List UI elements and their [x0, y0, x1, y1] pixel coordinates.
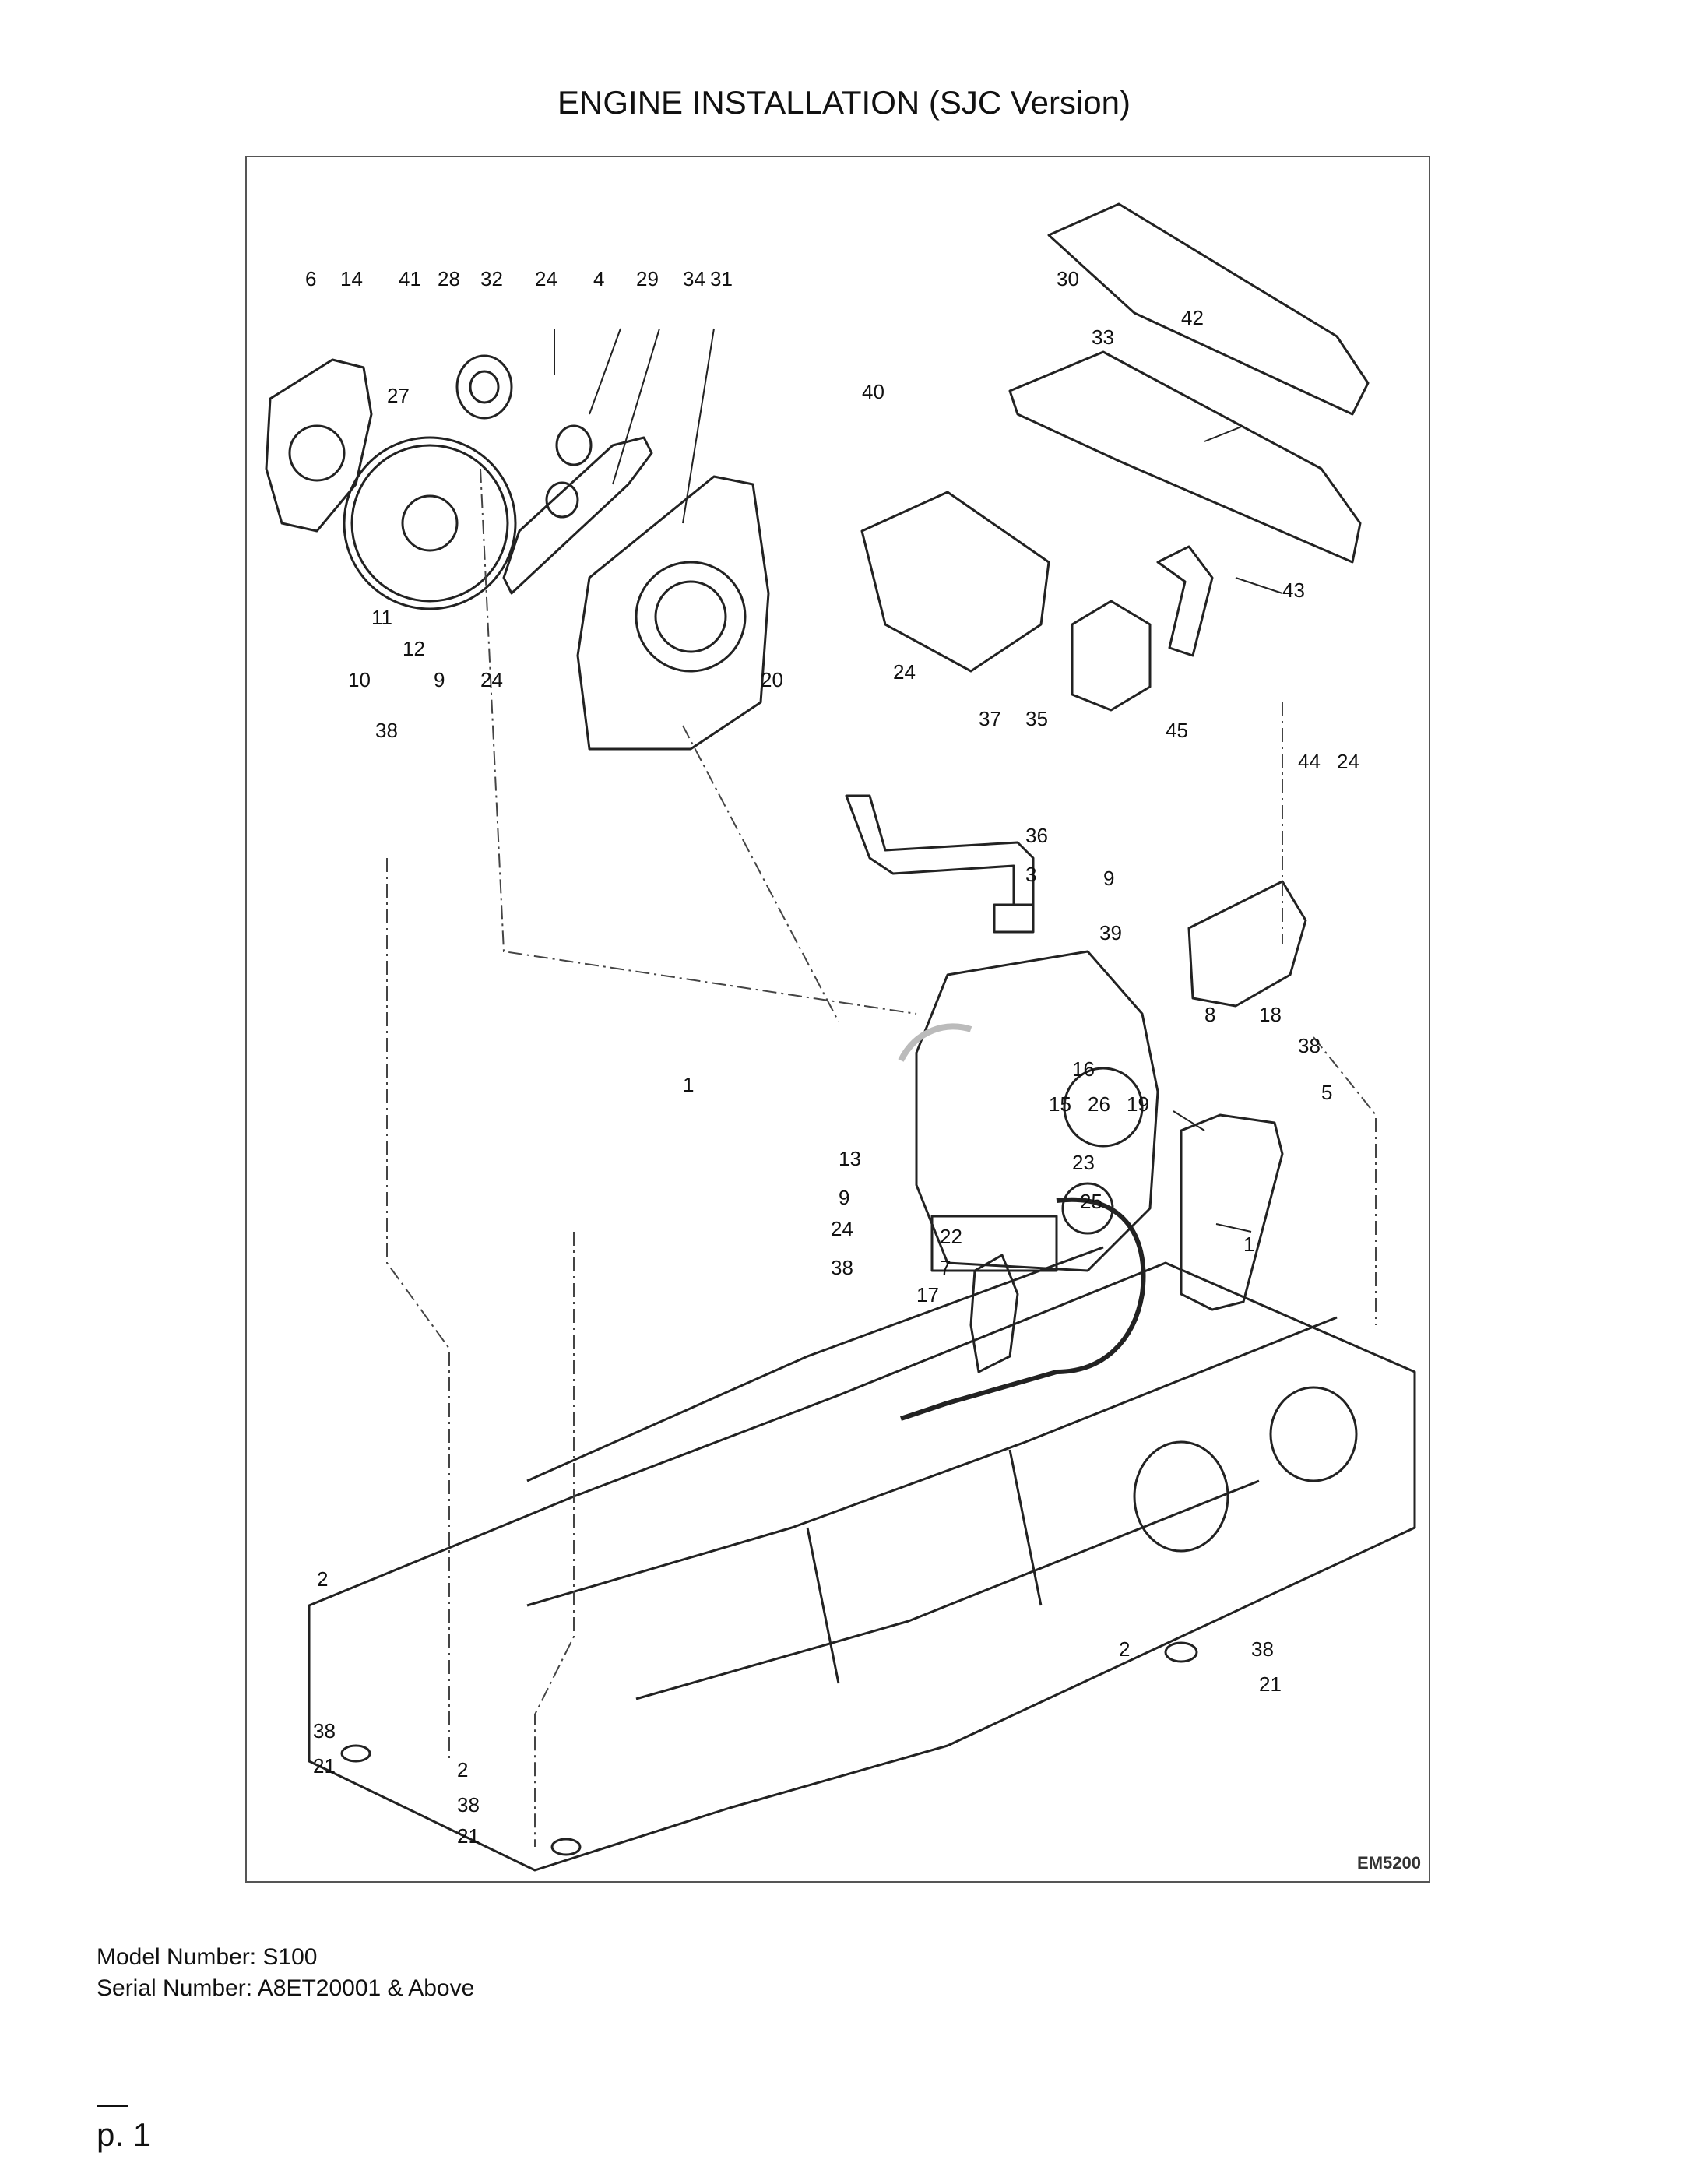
- svg-text:2: 2: [1119, 1637, 1130, 1661]
- svg-text:2: 2: [457, 1758, 468, 1781]
- belt-5: [1180, 1113, 1284, 1311]
- pump-block: [860, 491, 1050, 673]
- serial-number: Serial Number: A8ET20001 & Above: [97, 1975, 475, 2001]
- engine-block: [915, 950, 1159, 1272]
- svg-text:24: 24: [480, 668, 503, 691]
- svg-text:12: 12: [403, 637, 425, 660]
- svg-text:13: 13: [839, 1147, 861, 1170]
- svg-text:43: 43: [1282, 579, 1305, 602]
- bracket-30: [1047, 202, 1370, 416]
- svg-text:42: 42: [1181, 306, 1204, 329]
- svg-text:33: 33: [1092, 325, 1114, 349]
- svg-text:45: 45: [1166, 719, 1188, 742]
- page-number: p. 1: [97, 2116, 152, 2153]
- svg-text:16: 16: [1072, 1057, 1095, 1081]
- svg-text:9: 9: [434, 668, 445, 691]
- svg-text:2: 2: [317, 1567, 328, 1591]
- svg-text:39: 39: [1099, 921, 1122, 944]
- svg-text:35: 35: [1025, 707, 1048, 730]
- svg-text:19: 19: [1127, 1092, 1149, 1116]
- svg-text:38: 38: [831, 1256, 853, 1279]
- svg-text:30: 30: [1057, 267, 1079, 290]
- svg-text:26: 26: [1088, 1092, 1110, 1116]
- svg-text:8: 8: [1204, 1003, 1215, 1026]
- svg-text:38: 38: [313, 1719, 336, 1743]
- hose-17: [900, 1197, 1146, 1421]
- svg-text:14: 14: [340, 267, 363, 290]
- svg-text:11: 11: [371, 606, 392, 629]
- chassis-frame: [308, 1261, 1416, 1872]
- svg-text:41: 41: [399, 267, 421, 290]
- cover-plate: [265, 358, 373, 533]
- belt-29: [502, 436, 653, 595]
- svg-text:38: 38: [1298, 1034, 1321, 1057]
- drawing-code: EM5200: [1357, 1853, 1421, 1873]
- svg-text:21: 21: [313, 1754, 336, 1778]
- svg-text:9: 9: [839, 1186, 849, 1209]
- svg-text:15: 15: [1049, 1092, 1071, 1116]
- svg-text:10: 10: [348, 668, 371, 691]
- svg-text:37: 37: [979, 707, 1001, 730]
- svg-text:24: 24: [535, 267, 557, 290]
- page-divider: [97, 2105, 128, 2107]
- svg-text:38: 38: [375, 719, 398, 742]
- svg-text:7: 7: [940, 1256, 951, 1279]
- svg-text:24: 24: [893, 660, 916, 684]
- svg-text:29: 29: [636, 267, 659, 290]
- svg-text:28: 28: [438, 267, 460, 290]
- svg-text:18: 18: [1259, 1003, 1282, 1026]
- svg-text:32: 32: [480, 267, 503, 290]
- svg-text:31: 31: [710, 267, 733, 290]
- svg-text:21: 21: [1259, 1672, 1282, 1696]
- flywheel-housing: [576, 475, 770, 751]
- svg-text:1: 1: [683, 1073, 694, 1096]
- svg-text:23: 23: [1072, 1151, 1095, 1174]
- svg-text:1: 1: [1243, 1233, 1254, 1256]
- svg-text:25: 25: [1080, 1190, 1102, 1213]
- svg-text:34: 34: [683, 267, 705, 290]
- svg-text:24: 24: [1337, 750, 1359, 773]
- exhaust-pipe: [845, 794, 1035, 906]
- svg-text:38: 38: [457, 1793, 480, 1816]
- svg-text:44: 44: [1298, 750, 1321, 773]
- svg-text:38: 38: [1251, 1637, 1274, 1661]
- page-title: ENGINE INSTALLATION (SJC Version): [557, 84, 1131, 121]
- svg-text:4: 4: [593, 267, 604, 290]
- svg-text:3: 3: [1025, 863, 1036, 886]
- svg-text:20: 20: [761, 668, 783, 691]
- svg-text:27: 27: [387, 384, 410, 407]
- svg-text:22: 22: [940, 1225, 962, 1248]
- svg-text:17: 17: [916, 1283, 939, 1307]
- bracket-33: [1008, 350, 1362, 564]
- flywheel: [343, 436, 517, 610]
- svg-text:6: 6: [305, 267, 316, 290]
- svg-text:40: 40: [862, 380, 884, 403]
- svg-text:24: 24: [831, 1217, 853, 1240]
- model-number: Model Number: S100: [97, 1944, 318, 1970]
- svg-text:21: 21: [457, 1824, 480, 1848]
- svg-text:5: 5: [1321, 1081, 1332, 1104]
- svg-text:36: 36: [1025, 824, 1048, 847]
- svg-text:9: 9: [1103, 867, 1114, 890]
